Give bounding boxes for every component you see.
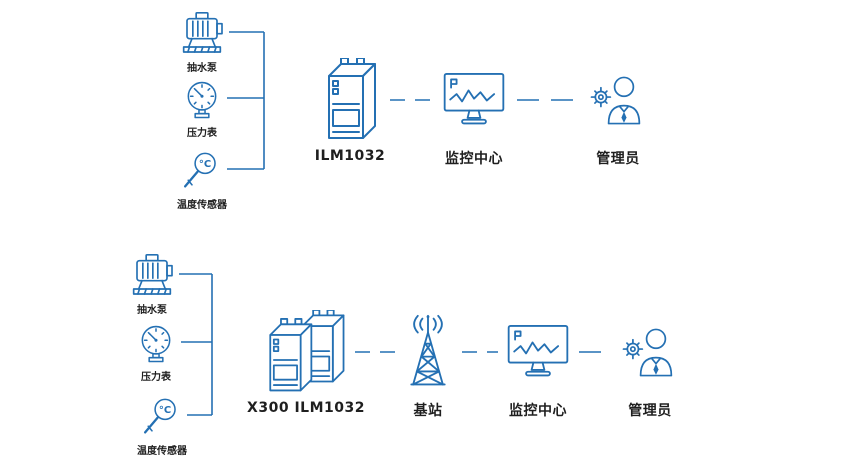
gateway-device-label: ILM1032	[314, 148, 386, 164]
pressure-gauge-icon	[133, 322, 179, 363]
dual-gateway-device-label: X300 ILM1032	[247, 400, 365, 416]
bottom-temperature-node: 温度传感器	[126, 394, 198, 457]
pump-label: 抽水泵	[187, 63, 217, 74]
temperature-sensor-icon	[139, 394, 185, 437]
pressure-gauge-label: 压力表	[141, 372, 171, 383]
temperature-sensor-label: 温度传感器	[137, 446, 187, 457]
monitoring-center-label: 监控中心	[445, 151, 503, 167]
monitoring-center-label: 监控中心	[509, 403, 567, 419]
administrator-label: 管理员	[596, 151, 640, 167]
bottom-dual-gateway-node: X300 ILM1032	[247, 310, 364, 416]
gateway-device-icon	[321, 58, 379, 142]
top-monitor-node: 监控中心	[434, 58, 514, 168]
top-temperature-node: 温度传感器	[166, 148, 238, 211]
bottom-pump-node: 抽水泵	[116, 252, 188, 316]
dual-gateway-device-icon	[263, 310, 349, 394]
administrator-person-icon	[587, 58, 649, 142]
pressure-gauge-label: 压力表	[187, 128, 217, 139]
temperature-sensor-icon	[179, 148, 225, 191]
monitoring-center-screen-icon	[441, 58, 507, 142]
pump-icon	[177, 10, 227, 54]
top-admin-node: 管理员	[582, 58, 654, 168]
base-station-label: 基站	[413, 403, 443, 419]
pump-label: 抽水泵	[137, 305, 167, 316]
bottom-admin-node: 管理员	[614, 310, 686, 420]
monitoring-center-screen-icon	[505, 310, 571, 394]
administrator-label: 管理员	[628, 403, 672, 419]
bottom-monitor-node: 监控中心	[498, 310, 578, 420]
pressure-gauge-icon	[179, 78, 225, 119]
bottom-base-station-node: 基站	[398, 310, 458, 420]
top-gateway-node: ILM1032	[312, 58, 388, 164]
temperature-sensor-label: 温度传感器	[177, 200, 227, 211]
administrator-person-icon	[619, 310, 681, 394]
top-gauge-node: 压力表	[166, 78, 238, 139]
pump-icon	[127, 252, 177, 296]
bottom-gauge-node: 压力表	[120, 322, 192, 383]
base-station-tower-icon	[402, 310, 454, 394]
top-pump-node: 抽水泵	[166, 10, 238, 74]
